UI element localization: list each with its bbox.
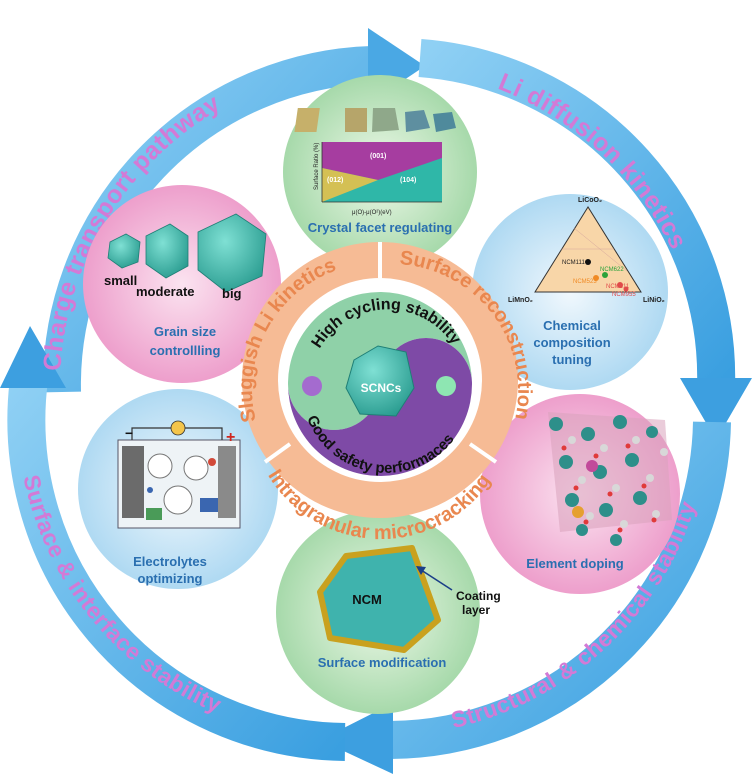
label-chemical-line2: composition <box>533 335 610 350</box>
crystal-moderate <box>145 223 189 279</box>
scnc-crystal <box>345 345 415 417</box>
ring-divider-left <box>263 442 292 464</box>
arrow-top-left <box>42 46 373 393</box>
coating-label-line2: layer <box>462 603 490 617</box>
arrow-top-right <box>418 39 736 389</box>
label-chemical-line3: tuning <box>552 352 592 367</box>
ternary-apex-left: LiMnO₂ <box>508 297 533 304</box>
ternary-point-ncm111: NCM111 <box>562 260 585 266</box>
facet-xlabel: μ(O)-μ(O²)(eV) <box>352 210 392 216</box>
arrow-bottom-left <box>7 369 346 761</box>
coating-pointer <box>417 567 453 591</box>
ternary-point-ncm622: NCM622 <box>600 267 624 273</box>
facet-region-104: (104) <box>400 177 416 184</box>
label-crystal-facet: Crystal facet regulating <box>308 220 453 235</box>
ternary-point-ncm955: NCM955 <box>612 292 636 298</box>
facet-region-001: (001) <box>370 153 386 160</box>
core-disc: SCNCs <box>286 290 474 478</box>
grain-label-small: small <box>104 273 137 288</box>
petal-grain-size: small moderate big Grain size controllli… <box>83 185 281 383</box>
battery-schematic <box>117 420 241 529</box>
ternary-apex-top: LiCoO₂ <box>578 197 602 204</box>
core-purple-dot <box>302 376 322 396</box>
label-grain-line2: controllling <box>150 343 221 358</box>
label-electrolytes-line1: Electrolytes <box>133 554 207 569</box>
facet-crystal-strip <box>294 108 456 132</box>
grain-label-moderate: moderate <box>136 284 195 299</box>
ncm-particle-label: NCM <box>352 592 382 607</box>
arrowhead-left <box>0 326 66 388</box>
ternary-point-ncm523: NCM523 <box>573 279 597 285</box>
facet-region-012: (012) <box>327 177 343 184</box>
scnc-label: SCNCs <box>361 381 402 395</box>
electrode-minus: − <box>125 425 133 441</box>
petal-crystal-facet: (001) (012) (104) Surface Ratio (%) μ(O)… <box>283 75 477 269</box>
label-surface-modification: Surface modification <box>318 655 447 670</box>
ternary-point-ncm811: NCM811 <box>606 284 630 290</box>
core-green-dot <box>436 376 456 396</box>
arrowhead-right <box>680 378 752 440</box>
doping-lattice <box>548 412 672 546</box>
facet-phase-plot: (001) (012) (104) Surface Ratio (%) μ(O)… <box>314 142 442 216</box>
petal-surface-modification: NCM Coating layer Surface modification <box>276 510 501 714</box>
ring-divider-right <box>468 442 498 464</box>
petal-electrolytes: − + Electrolytes optimizing <box>78 389 278 589</box>
crystal-big <box>197 213 267 293</box>
label-element-doping: Element doping <box>526 556 624 571</box>
label-electrolytes-line2: optimizing <box>138 571 203 586</box>
arrowhead-bottom <box>320 703 393 774</box>
electrode-plus: + <box>226 429 235 446</box>
label-chemical-line1: Chemical <box>543 318 601 333</box>
coating-label-line1: Coating <box>456 589 501 603</box>
ternary-apex-right: LiNiO₂ <box>643 297 665 304</box>
petal-element-doping: Element doping <box>480 394 680 594</box>
arrow-bottom-right <box>389 421 731 759</box>
grain-label-big: big <box>222 286 242 301</box>
petal-chemical-composition: NCM111 NCM622 NCM523 NCM811 NCM955 LiCoO… <box>472 194 668 390</box>
facet-ylabel: Surface Ratio (%) <box>314 143 320 190</box>
outer-cycle-arrows <box>0 28 752 774</box>
crystal-small <box>107 233 141 269</box>
ncm-particle <box>317 545 441 653</box>
ternary-diagram: NCM111 NCM622 NCM523 NCM811 NCM955 LiCoO… <box>508 197 665 304</box>
label-grain-line1: Grain size <box>154 324 216 339</box>
